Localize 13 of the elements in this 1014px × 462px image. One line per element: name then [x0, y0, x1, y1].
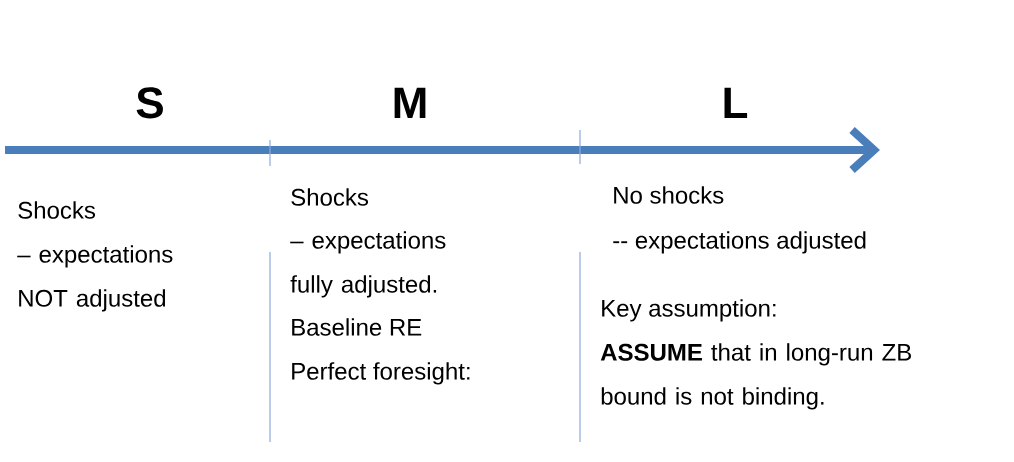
- description-text: Perfect foresight:: [292, 362, 470, 385]
- description-text: ASSUME that in long-run ZB bound is not binding.: [600, 343, 911, 410]
- period-letter: L: [724, 87, 748, 118]
- description-text: – expectations fully adjusted.: [290, 231, 446, 298]
- description-text: No shocks: [614, 186, 724, 204]
- description-text: Baseline RE: [292, 318, 422, 336]
- period-letter: M: [394, 87, 426, 118]
- description-text: Key assumption:: [602, 299, 776, 322]
- description-text: – expectations NOT adjusted: [17, 245, 173, 312]
- description-text: Shocks: [18, 201, 96, 219]
- period-letter: S: [136, 87, 163, 119]
- description-text: -- expectations adjusted: [613, 231, 866, 254]
- description-text: Shocks: [291, 188, 369, 206]
